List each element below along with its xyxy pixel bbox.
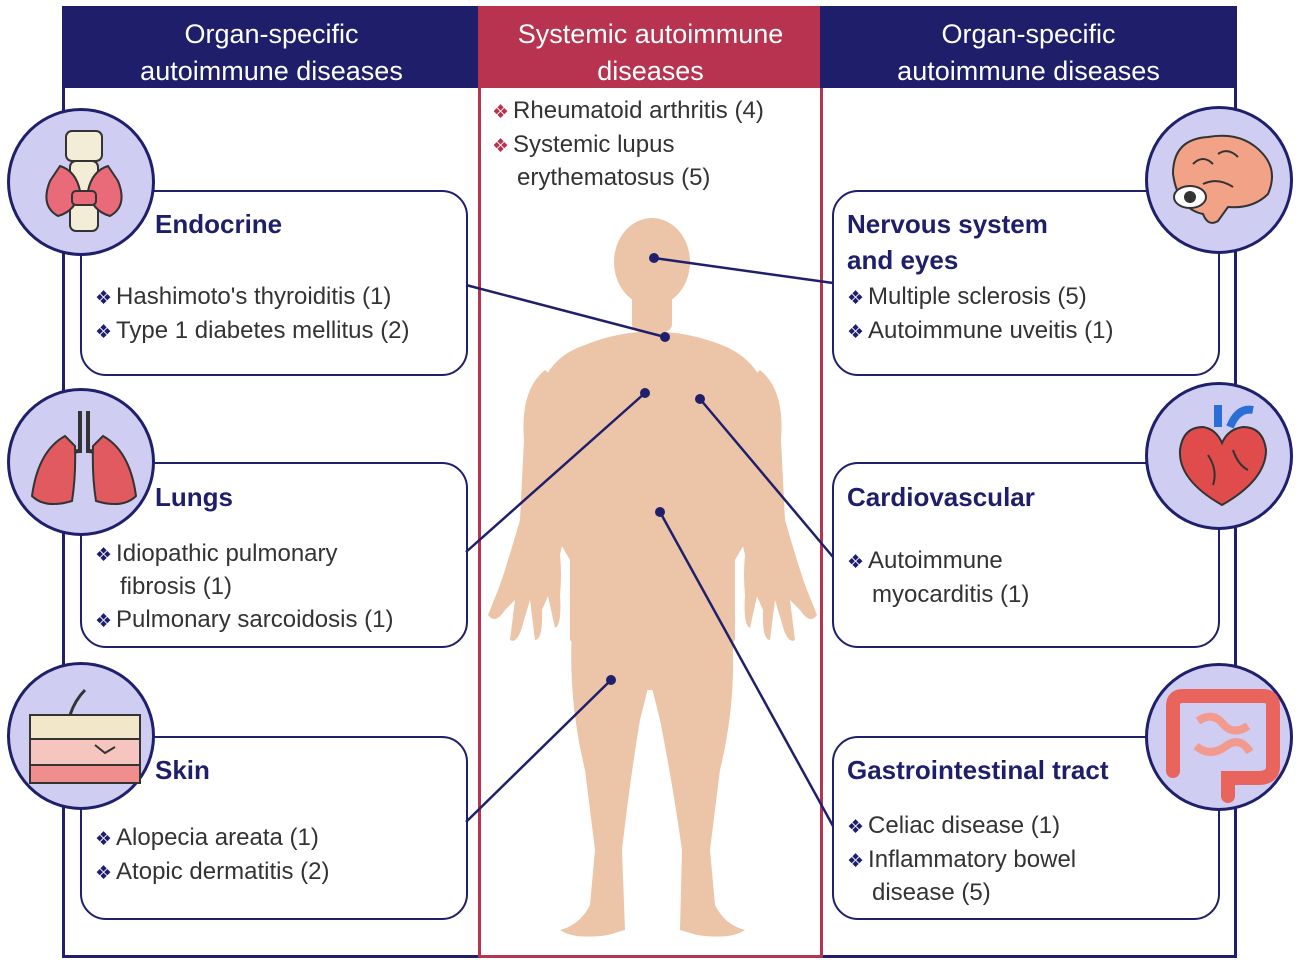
skin-icon [7,662,155,810]
bullet-icon: ❖ [847,322,865,343]
gi-item-1: ❖Celiac disease (1) [847,809,1060,844]
left-header: Organ-specific autoimmune diseases [62,6,481,88]
connector-dots [606,253,705,685]
thyroid-icon [7,108,155,256]
systemic-item-1: ❖Rheumatoid arthritis (4) [492,94,764,129]
center-header-line-2: diseases [597,56,704,86]
left-header-line-1: Organ-specific [184,19,359,49]
bullet-icon: ❖ [95,863,113,884]
cardio-title: Cardiovascular [847,482,1035,512]
bullet-icon: ❖ [847,288,865,309]
left-header-line-2: autoimmune diseases [140,56,403,86]
heart-icon [1145,382,1293,530]
bullet-icon: ❖ [847,552,865,573]
nervous-item-2: ❖Autoimmune uveitis (1) [847,314,1113,349]
bullet-icon: ❖ [95,545,113,566]
bullet-icon: ❖ [95,322,113,343]
lungs-title: Lungs [155,482,233,512]
center-header: Systemic autoimmune diseases [478,6,823,88]
endocrine-item-1: ❖Hashimoto's thyroiditis (1) [95,280,391,315]
connector-lines [465,256,835,827]
intestine-icon [1145,663,1293,811]
center-header-line-1: Systemic autoimmune [517,19,784,49]
bullet-icon: ❖ [847,851,865,872]
bullet-icon: ❖ [95,611,113,632]
cardio-item-1-cont: myocarditis (1) [872,581,1030,608]
gi-item-2: ❖Inflammatory bowel [847,843,1076,878]
skin-item-1: ❖Alopecia areata (1) [95,821,319,856]
lungs-item-1-cont: fibrosis (1) [120,573,233,600]
skin-title: Skin [155,755,210,785]
right-header-line-1: Organ-specific [941,19,1116,49]
endocrine-card [80,190,468,376]
endocrine-item-2: ❖Type 1 diabetes mellitus (2) [95,314,410,349]
lungs-item-2: ❖Pulmonary sarcoidosis (1) [95,603,393,638]
bullet-icon: ❖ [847,817,865,838]
lungs-item-1: ❖Idiopathic pulmonary [95,537,338,572]
endocrine-title: Endocrine [155,209,283,239]
nervous-title-line-2: and eyes [847,245,959,275]
nervous-item-1: ❖Multiple sclerosis (5) [847,280,1087,315]
right-header: Organ-specific autoimmune diseases [820,6,1237,88]
gi-item-2-cont: disease (5) [872,879,991,906]
cardio-item-1: ❖Autoimmune [847,544,1003,579]
bullet-icon: ❖ [95,829,113,850]
bullet-icon: ❖ [492,136,510,157]
brain-icon [1145,106,1293,254]
lungs-icon [7,388,155,536]
systemic-item-2-cont: erythematosus (5) [517,164,711,191]
human-body-silhouette [488,218,817,937]
right-header-line-2: autoimmune diseases [897,56,1160,86]
gi-title: Gastrointestinal tract [847,755,1109,785]
bullet-icon: ❖ [95,288,113,309]
skin-item-2: ❖Atopic dermatitis (2) [95,855,329,890]
bullet-icon: ❖ [492,102,510,123]
nervous-title-line-1: Nervous system [847,209,1048,239]
systemic-item-2: ❖Systemic lupus [492,128,674,163]
